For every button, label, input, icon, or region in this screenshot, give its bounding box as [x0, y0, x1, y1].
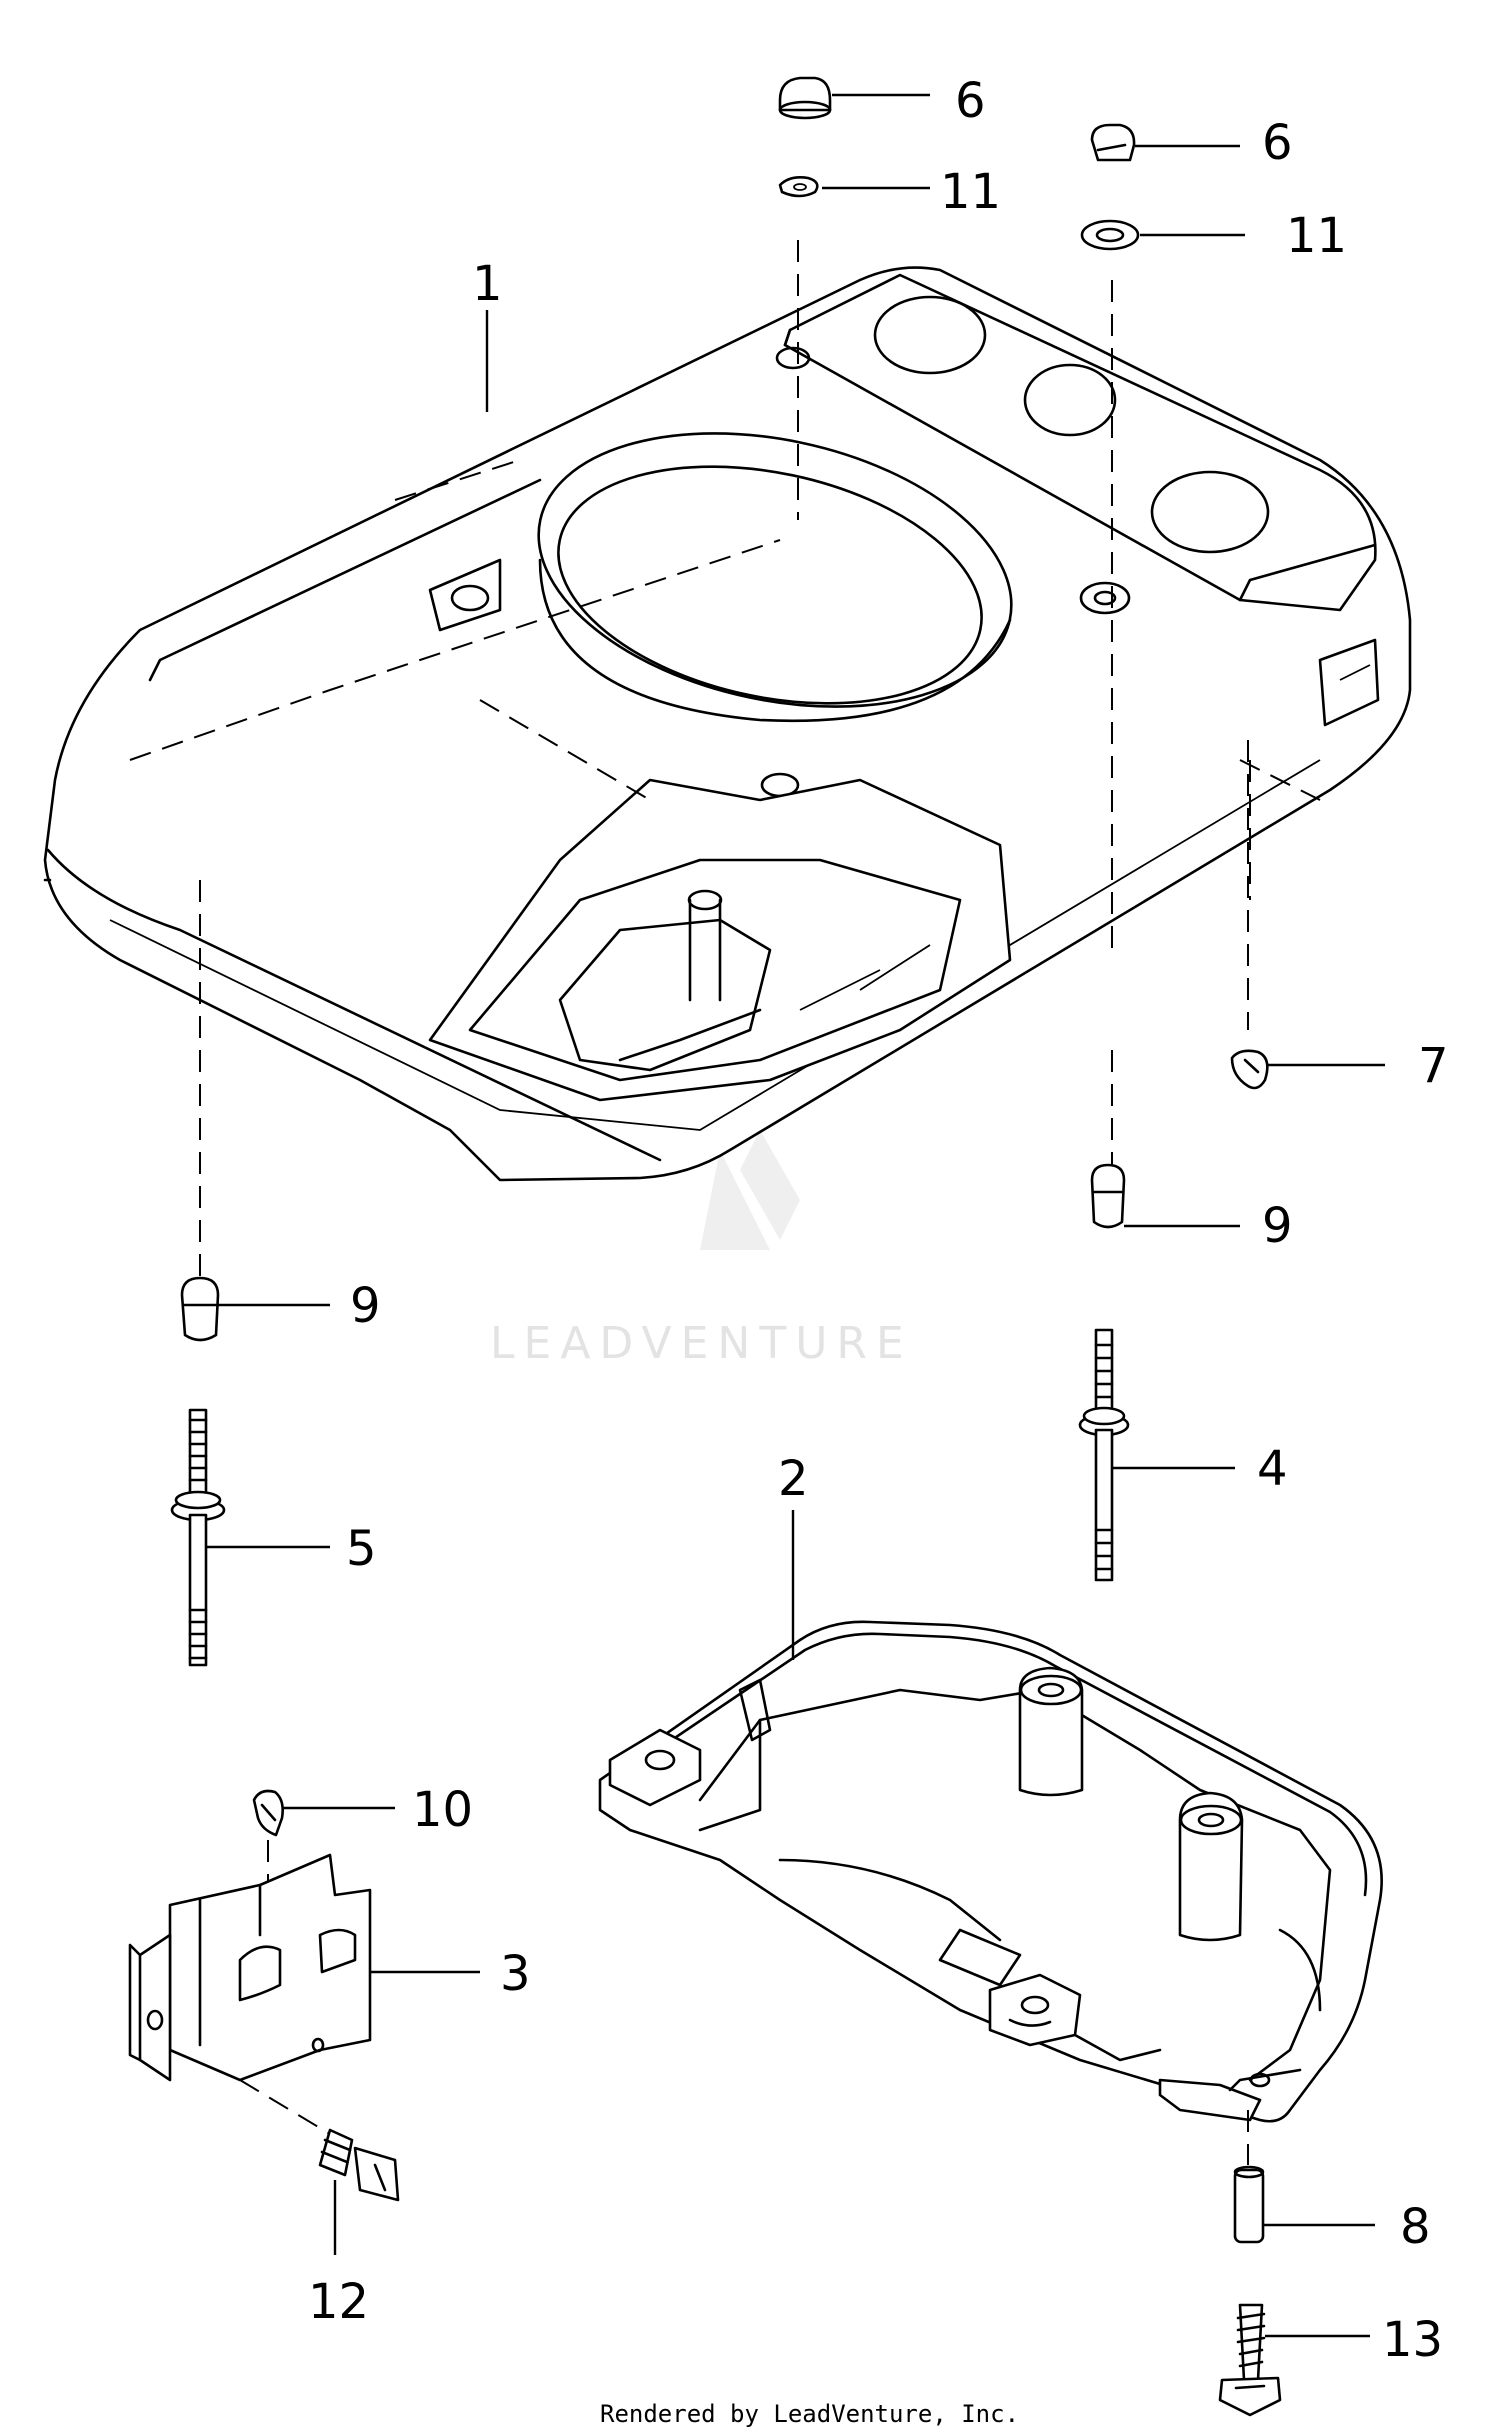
- part-4-stud: [1078, 1328, 1130, 1582]
- callout-7: 7: [1418, 1038, 1449, 1094]
- callout-13: 13: [1382, 2312, 1443, 2368]
- alignment-lines: [199, 240, 1249, 1290]
- part-10-clip: [252, 1789, 284, 1837]
- part-2-lower-shroud: [598, 1620, 1383, 2123]
- callout-4: 4: [1257, 1441, 1288, 1497]
- watermark-text: LEADVENTURE: [490, 1318, 913, 1369]
- callout-10: 10: [412, 1782, 473, 1838]
- boss-right: [1079, 581, 1131, 615]
- footer-credit: Rendered by LeadVenture, Inc.: [600, 2400, 1019, 2428]
- part-12-bolt: [318, 2128, 400, 2202]
- callout-5: 5: [346, 1521, 377, 1577]
- callout-9-right: 9: [1262, 1198, 1293, 1254]
- part-3-bracket: [128, 1853, 372, 2082]
- watermark: LEADVENTURE: [490, 1130, 913, 1369]
- callout-6-left: 6: [955, 73, 986, 129]
- callout-11-left: 11: [940, 164, 1001, 220]
- part-9-grommet-left: [180, 1276, 220, 1342]
- part-7-clip: [1230, 1049, 1269, 1090]
- leader-lines: [206, 93, 1385, 2338]
- part-5-stud: [170, 1408, 226, 1667]
- callout-9-left: 9: [350, 1278, 381, 1334]
- boss-left: [428, 558, 502, 632]
- callout-3: 3: [500, 1946, 531, 2002]
- part-8-pin: [1233, 2165, 1265, 2244]
- part-11-washer-right: [1080, 219, 1140, 251]
- part-13-screw: [1218, 2303, 1282, 2417]
- part-6-cap-right: [1090, 123, 1136, 162]
- part-6-cap-left: [778, 76, 832, 120]
- part-9-grommet-right: [1090, 1163, 1126, 1229]
- callout-6-right: 6: [1262, 115, 1293, 171]
- callout-11-right: 11: [1286, 208, 1347, 264]
- callouts: 6 11 6 11 1 7 9 9 5 4 2 10 3 12 8 13: [308, 73, 1449, 2368]
- part-11-washer-left: [778, 176, 819, 198]
- callout-12: 12: [308, 2274, 369, 2330]
- callout-1: 1: [472, 256, 503, 312]
- callout-8: 8: [1400, 2199, 1431, 2255]
- part-1-blower-housing: [43, 266, 1412, 1182]
- callout-2: 2: [778, 1451, 809, 1507]
